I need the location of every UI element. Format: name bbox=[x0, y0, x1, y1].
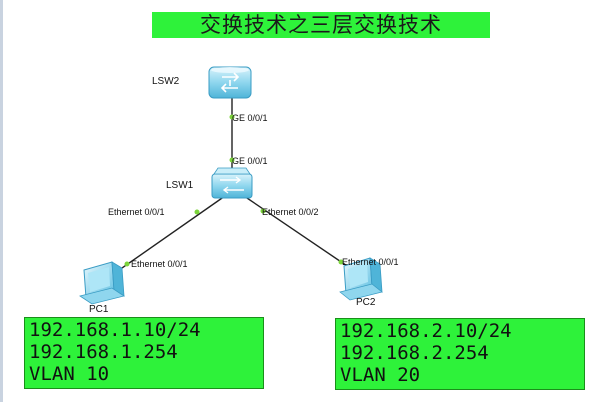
port-label-lsw1-up: GE 0/0/1 bbox=[232, 156, 268, 166]
lsw1-device-icon[interactable] bbox=[211, 167, 253, 199]
port-dot-lsw1-up bbox=[229, 157, 235, 163]
pc2-vlan: VLAN 20 bbox=[340, 364, 421, 386]
port-label-lsw2-down: GE 0/0/1 bbox=[232, 113, 268, 123]
lsw1-label: LSW1 bbox=[166, 180, 194, 191]
pc1-label: PC1 bbox=[89, 304, 109, 315]
pc2-label: PC2 bbox=[356, 297, 376, 308]
port-label-pc1: Ethernet 0/0/1 bbox=[131, 259, 188, 269]
pc2-config-box: 192.168.2.10/24 192.168.2.254 VLAN 20 bbox=[335, 318, 585, 390]
pc2-gateway: 192.168.2.254 bbox=[340, 342, 489, 364]
window-edge bbox=[0, 0, 3, 402]
pc2-ip: 192.168.2.10/24 bbox=[340, 320, 512, 342]
pc1-device-icon[interactable] bbox=[79, 261, 125, 305]
port-dot-pc1 bbox=[124, 261, 130, 267]
pc1-ip: 192.168.1.10/24 bbox=[29, 319, 201, 341]
lsw2-device-icon[interactable] bbox=[208, 66, 252, 99]
port-dot-pc2 bbox=[338, 259, 344, 265]
pc1-gateway: 192.168.1.254 bbox=[29, 341, 178, 363]
pc1-vlan: VLAN 10 bbox=[29, 363, 110, 385]
port-dot-lsw1-right bbox=[260, 208, 266, 214]
port-label-lsw1-right: Ethernet 0/0/2 bbox=[262, 207, 319, 217]
pc2-device-icon[interactable] bbox=[339, 257, 383, 301]
pc1-config-box: 192.168.1.10/24 192.168.1.254 VLAN 10 bbox=[24, 317, 264, 389]
port-dot-lsw1-left bbox=[194, 209, 200, 215]
link-lsw1-pc1[interactable] bbox=[111, 195, 226, 276]
lsw2-label: LSW2 bbox=[152, 76, 180, 87]
port-label-lsw1-left: Ethernet 0/0/1 bbox=[108, 207, 165, 217]
port-dot-lsw2-down bbox=[229, 114, 235, 120]
port-label-pc2: Ethernet 0/0/1 bbox=[342, 257, 399, 267]
diagram-title: 交换技术之三层交换技术 bbox=[152, 12, 490, 38]
